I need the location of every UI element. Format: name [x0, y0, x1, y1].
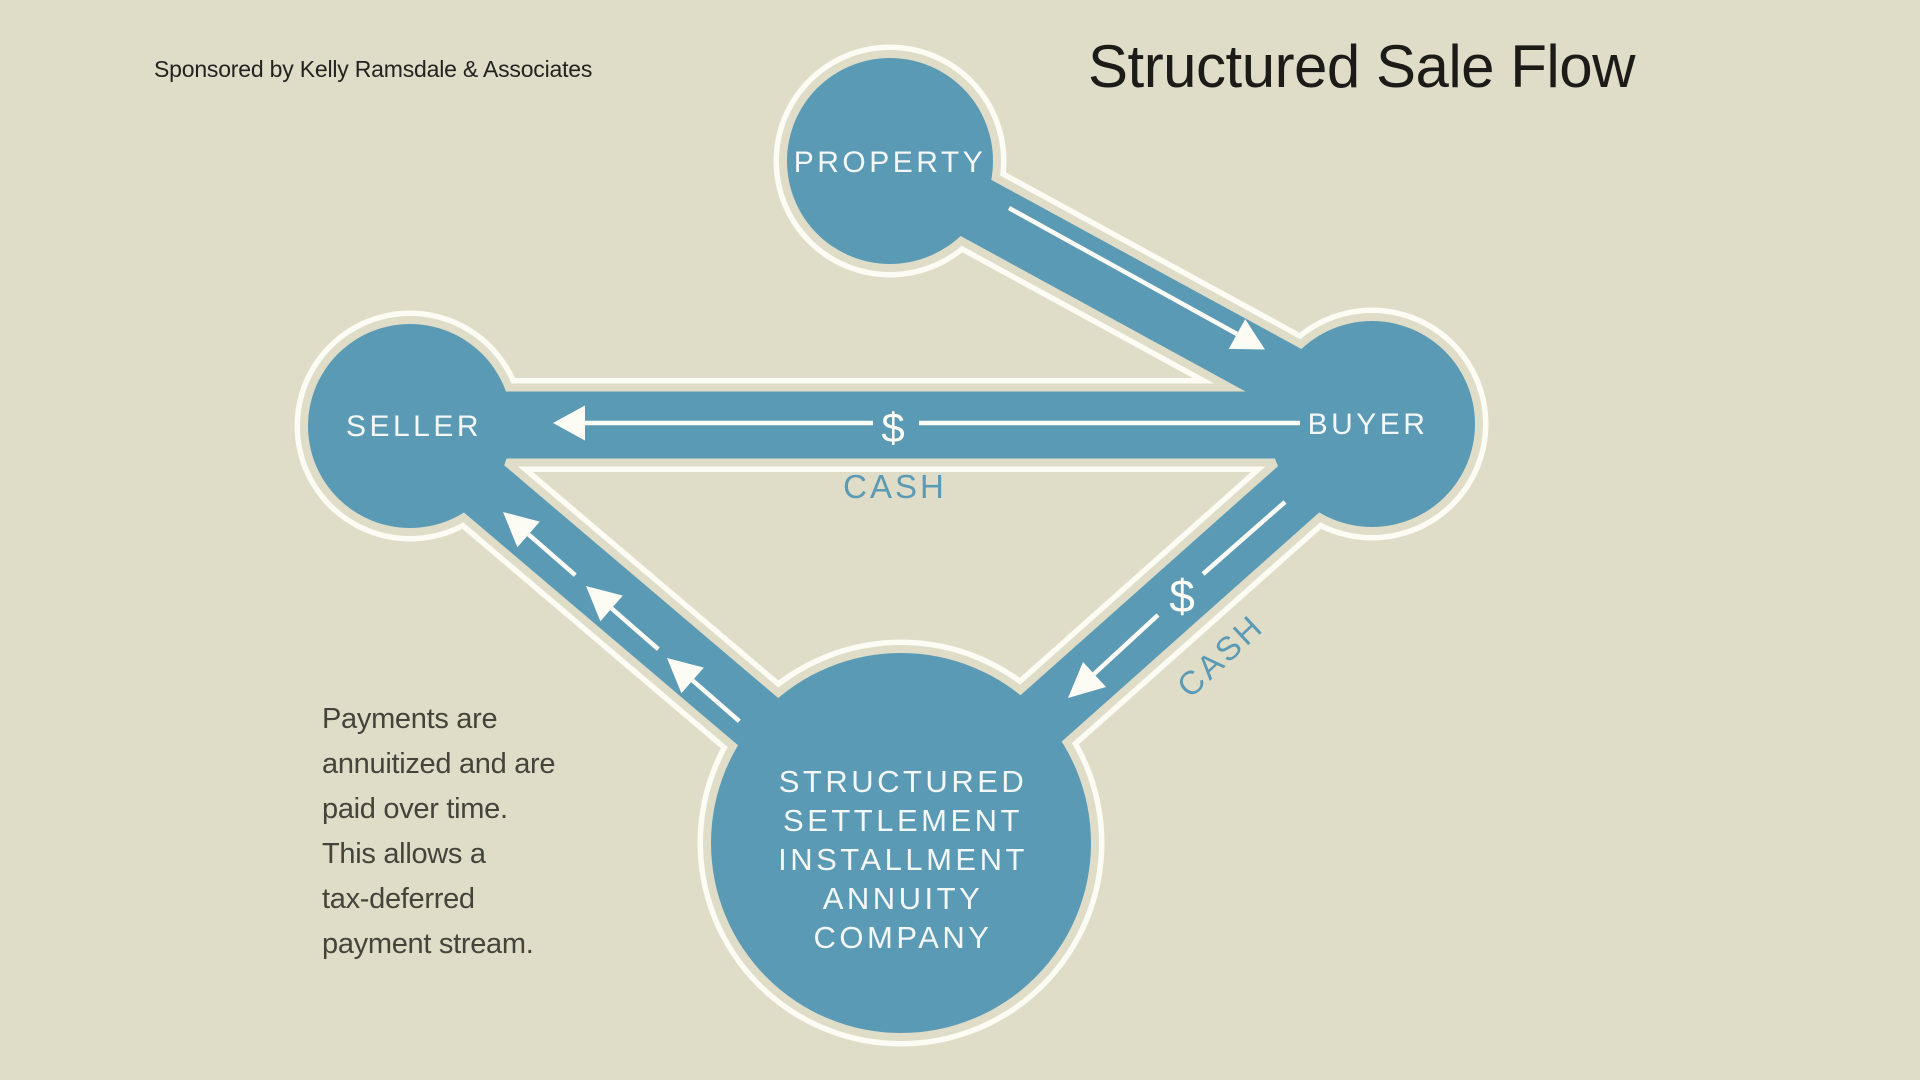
arrowhead-annuity-2-icon — [586, 586, 623, 622]
arrows-company-to-seller — [503, 512, 741, 723]
seller-node-circle — [308, 324, 512, 528]
dollar-sign-cash-diagonal: $ — [1169, 570, 1195, 622]
cash-label-horizontal: CASH — [843, 468, 947, 505]
arrow-buyer-to-company — [1068, 500, 1287, 698]
company-label-line-5: COMPANY — [814, 920, 993, 955]
seller-label: SELLER — [346, 410, 482, 443]
dollar-sign-cash-horizontal: $ — [881, 404, 904, 451]
page-title: Structured Sale Flow — [1088, 33, 1635, 100]
sponsor-text: Sponsored by Kelly Ramsdale & Associates — [154, 56, 593, 82]
arrowhead-to-company-icon — [1068, 662, 1106, 698]
arrowhead-annuity-3-icon — [667, 658, 704, 694]
company-label-line-1: STRUCTURED — [779, 764, 1028, 799]
property-label: PROPERTY — [794, 146, 987, 179]
property-node-circle — [787, 58, 993, 264]
arrowhead-to-buyer-icon — [1228, 319, 1265, 350]
company-label: STRUCTURED SETTLEMENT INSTALLMENT ANNUIT… — [778, 764, 1028, 955]
company-label-line-2: SETTLEMENT — [783, 803, 1023, 838]
flow-bands — [308, 58, 1475, 1033]
company-node-circle — [711, 653, 1091, 1033]
note-text: Payments are annuitized and are paid ove… — [322, 703, 556, 960]
arrowhead-to-seller-icon — [553, 405, 585, 441]
arrowhead-annuity-1-icon — [503, 512, 540, 548]
company-label-line-4: ANNUITY — [823, 881, 984, 916]
arrow-buyer-to-seller — [553, 405, 1300, 441]
company-label-line-3: INSTALLMENT — [778, 842, 1028, 877]
arrow-property-to-buyer — [1007, 206, 1265, 350]
buyer-label: BUYER — [1308, 408, 1429, 441]
buyer-node-circle — [1269, 321, 1475, 527]
